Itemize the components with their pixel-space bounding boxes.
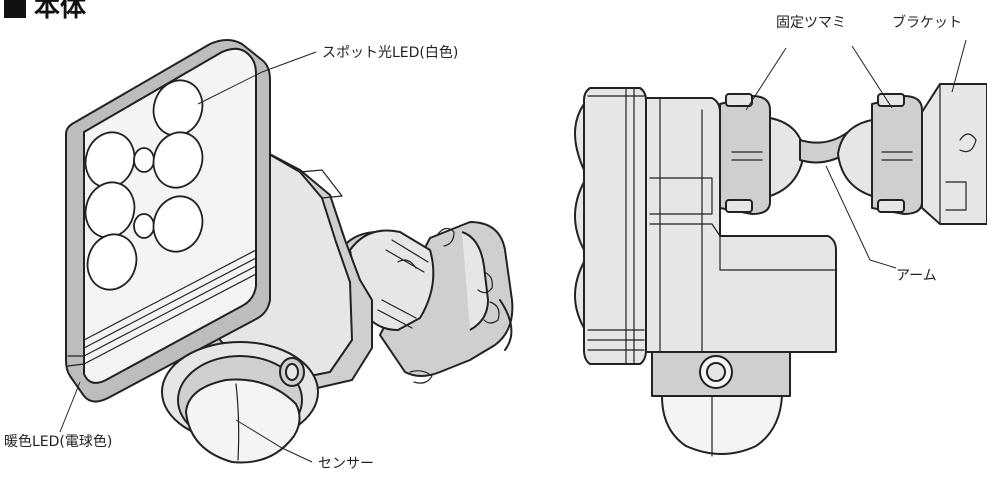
light-perspective-view xyxy=(59,39,514,464)
leader-bracket xyxy=(951,39,967,93)
side-housing xyxy=(645,97,837,353)
spot-led-lenses xyxy=(84,79,204,291)
leader-warm-led xyxy=(59,381,81,433)
page-title: 本体 xyxy=(34,0,87,23)
label-sensor: センサー xyxy=(318,456,374,472)
leader-knob-2 xyxy=(851,45,893,109)
light-side-view xyxy=(574,39,987,457)
label-knob: 固定ツマミ xyxy=(776,15,846,31)
sensor-dome xyxy=(161,341,319,464)
led-panel xyxy=(65,39,271,403)
title-marker xyxy=(4,0,26,18)
side-knob-1 xyxy=(719,93,805,215)
label-bracket: ブラケット xyxy=(892,14,962,31)
side-bracket xyxy=(921,83,987,225)
side-sensor xyxy=(651,351,791,457)
leader-arm xyxy=(825,165,897,269)
label-spot-led: スポット光LED(白色) xyxy=(322,44,458,61)
side-knob-2 xyxy=(837,93,923,215)
rear-bracket xyxy=(379,221,514,384)
label-warm-led: 暖色LED(電球色) xyxy=(4,433,112,450)
side-led-panel xyxy=(574,87,647,365)
leader-sensor xyxy=(235,419,313,463)
label-arm: アーム xyxy=(896,268,937,284)
leader-spot-led xyxy=(197,51,317,105)
leader-knob-1 xyxy=(745,47,787,111)
